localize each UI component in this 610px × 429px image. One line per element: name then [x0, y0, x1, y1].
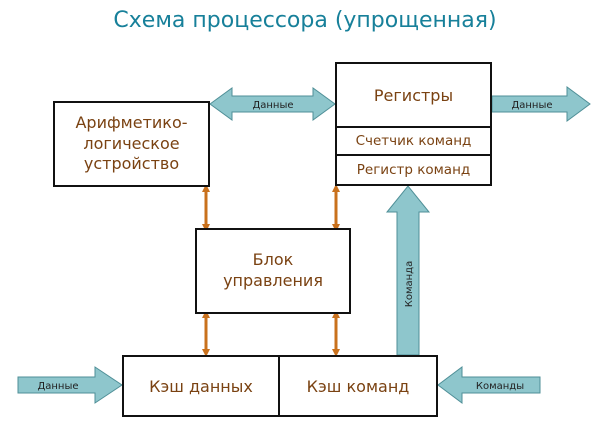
diagram-title: Схема процессора (упрощенная) — [113, 8, 497, 33]
data-cache-block: Кэш данных — [122, 355, 280, 417]
alu-block: Арифметико- логическое устройство — [53, 101, 210, 187]
commands-in-arrow: Команды — [437, 366, 541, 404]
alu-registers-label: Данные — [252, 100, 293, 111]
registers-out-arrow: Данные — [491, 86, 591, 122]
control-unit-block: Блок управления — [195, 228, 351, 314]
registers-block: Регистры — [335, 62, 492, 128]
data-in-label: Данные — [37, 381, 78, 392]
registers-out-label: Данные — [511, 100, 552, 111]
instruction-cache-block: Кэш команд — [278, 355, 438, 417]
cache-to-ir-arrow: Команда — [385, 185, 431, 356]
data-in-arrow: Данные — [17, 366, 123, 404]
instruction-register-cell: Регистр команд — [335, 154, 492, 186]
commands-in-label: Команды — [476, 381, 524, 392]
program-counter-cell: Счетчик команд — [335, 126, 492, 156]
alu-registers-arrow: Данные — [209, 87, 336, 121]
cache-to-ir-label: Команда — [404, 261, 415, 307]
